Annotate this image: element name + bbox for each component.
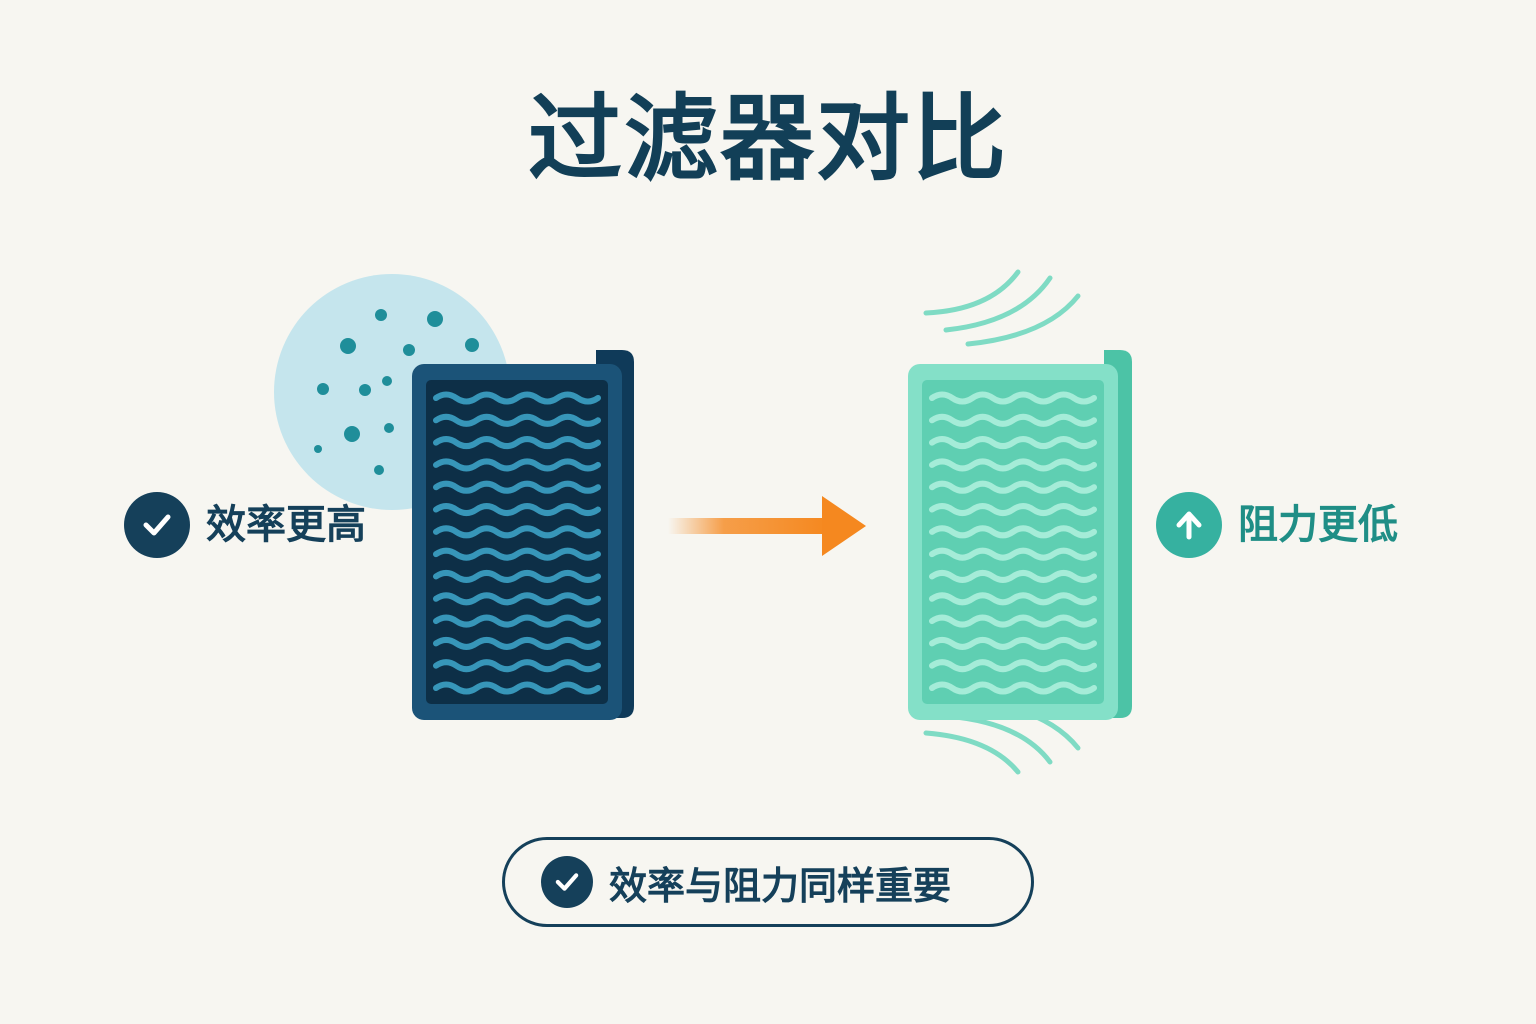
pleat-line xyxy=(929,436,1097,450)
pleat-line xyxy=(433,547,601,561)
efficiency-label-text: 效率更高 xyxy=(206,502,366,548)
conclusion-text: 效率与阻力同样重要 xyxy=(609,863,952,908)
pleat-line xyxy=(433,592,601,606)
pleat-line xyxy=(929,458,1097,472)
pleat-line xyxy=(433,681,601,695)
pleat-line xyxy=(433,458,601,472)
pleat-line xyxy=(433,480,601,494)
pleat-line xyxy=(929,681,1097,695)
pleat-line xyxy=(433,436,601,450)
pleat-line xyxy=(929,525,1097,539)
pleat-line xyxy=(929,592,1097,606)
pleat-line xyxy=(433,659,601,673)
check-icon xyxy=(124,492,190,558)
pleat-line xyxy=(433,636,601,650)
pleat-line xyxy=(929,480,1097,494)
resistance-label-text: 阻力更低 xyxy=(1238,502,1398,548)
arrow-up-icon xyxy=(1156,492,1222,558)
efficiency-label: 效率更高 xyxy=(124,492,366,558)
pleat-line xyxy=(433,503,601,517)
pleat-line xyxy=(433,569,601,583)
pleat-line xyxy=(433,525,601,539)
check-icon xyxy=(541,856,593,908)
arrow-right-icon xyxy=(668,474,866,578)
page-title: 过滤器对比 xyxy=(527,85,1008,194)
pleat-line xyxy=(929,547,1097,561)
filter-pleats xyxy=(433,391,601,695)
pleat-line xyxy=(929,391,1097,405)
pleat-line xyxy=(929,569,1097,583)
pleat-line xyxy=(433,391,601,405)
pleat-line xyxy=(433,614,601,628)
conclusion-badge: 效率与阻力同样重要 xyxy=(502,837,1034,927)
low-resistance-filter xyxy=(908,350,1132,720)
resistance-label: 阻力更低 xyxy=(1156,492,1398,558)
pleat-line xyxy=(433,413,601,427)
pleat-line xyxy=(929,413,1097,427)
pleat-line xyxy=(929,614,1097,628)
pleat-line xyxy=(929,659,1097,673)
high-efficiency-filter xyxy=(412,350,634,720)
filter-pleats xyxy=(929,391,1097,695)
pleat-line xyxy=(929,636,1097,650)
pleat-line xyxy=(929,503,1097,517)
